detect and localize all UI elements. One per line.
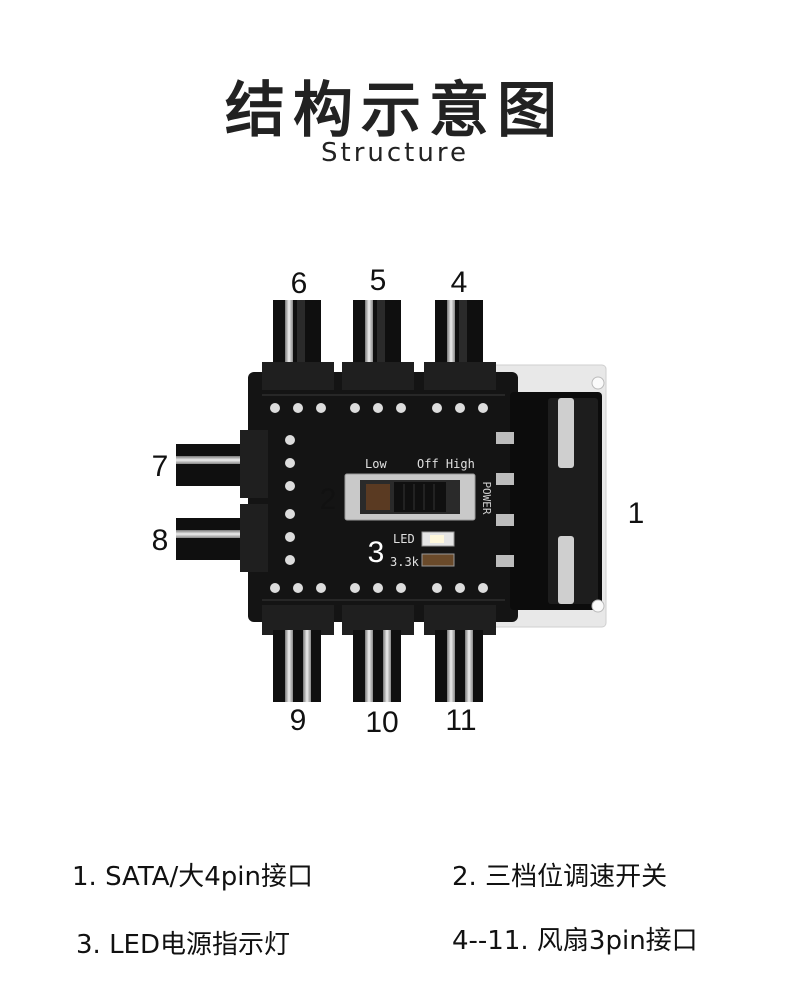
fan-header-5 (342, 300, 414, 413)
callout-6: 6 (291, 267, 308, 300)
callout-11: 11 (445, 704, 476, 737)
fan-header-4 (424, 300, 496, 413)
fan-header-8 (176, 504, 295, 572)
fan-header-10 (342, 583, 414, 702)
legend-item-4: 4--11. 风扇3pin接口 (452, 926, 698, 956)
fan-header-11 (424, 583, 496, 702)
legend-item-3: 3. LED电源指示灯 (76, 930, 291, 960)
title-english: Structure (321, 138, 469, 168)
fan-header-6 (262, 300, 334, 413)
callout-2: 2 (320, 483, 337, 516)
power-label: POWER (480, 481, 493, 514)
resistor-label: 3.3k (390, 555, 420, 569)
switch-label-off-high: Off High (417, 457, 475, 471)
callout-10: 10 (365, 706, 398, 739)
callout-5: 5 (370, 264, 387, 297)
callout-7: 7 (152, 450, 169, 483)
fan-header-9 (262, 583, 334, 702)
callout-4: 4 (451, 266, 468, 299)
title-chinese: 结构示意图 (225, 76, 565, 146)
sata-connector (496, 376, 605, 613)
speed-switch (344, 473, 476, 521)
switch-label-low: Low (365, 457, 387, 471)
callout-1: 1 (628, 497, 645, 530)
fan-header-7 (176, 430, 295, 498)
callout-3: 3 (368, 536, 385, 569)
legend-item-1: 1. SATA/大4pin接口 (72, 862, 313, 892)
callout-9: 9 (290, 704, 307, 737)
resistor (421, 553, 455, 567)
callout-8: 8 (152, 524, 169, 557)
legend-item-2: 2. 三档位调速开关 (452, 862, 668, 892)
led-label: LED (393, 532, 415, 546)
